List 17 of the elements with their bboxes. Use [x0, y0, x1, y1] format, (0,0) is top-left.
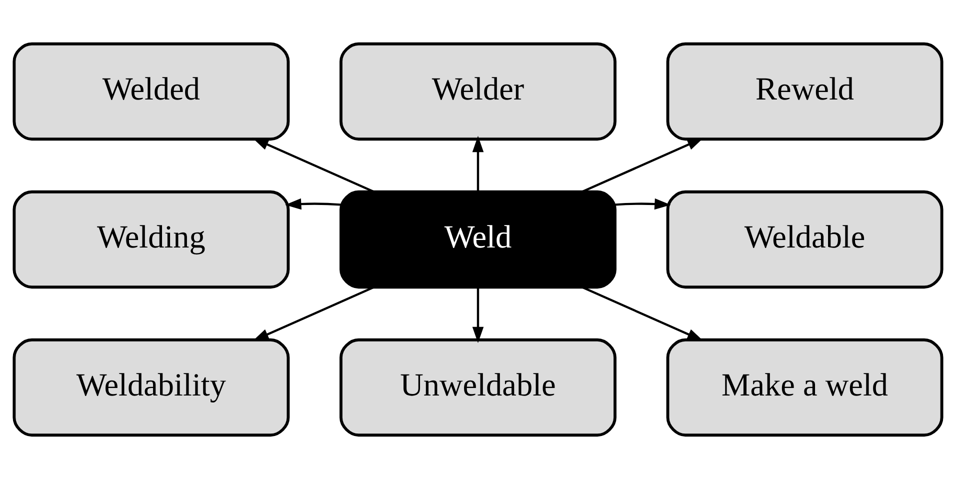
node-box: Reweld	[666, 42, 944, 140]
node-box: Welding	[12, 190, 290, 288]
arrow	[582, 286, 704, 341]
node-box: Welder	[340, 42, 616, 140]
arrow	[472, 135, 484, 192]
node-box: Weld	[340, 190, 616, 288]
node-box: Weldability	[12, 338, 290, 436]
arrow	[285, 198, 341, 210]
node-box: Weldable	[666, 190, 944, 288]
arrow	[582, 137, 704, 192]
arrow	[252, 137, 374, 192]
node-box: Unweldable	[340, 338, 616, 436]
node-box: Make a weld	[666, 338, 944, 436]
node-box: Welded	[12, 42, 290, 140]
arrow	[252, 286, 374, 341]
arrow	[472, 286, 484, 342]
arrow	[615, 198, 671, 210]
